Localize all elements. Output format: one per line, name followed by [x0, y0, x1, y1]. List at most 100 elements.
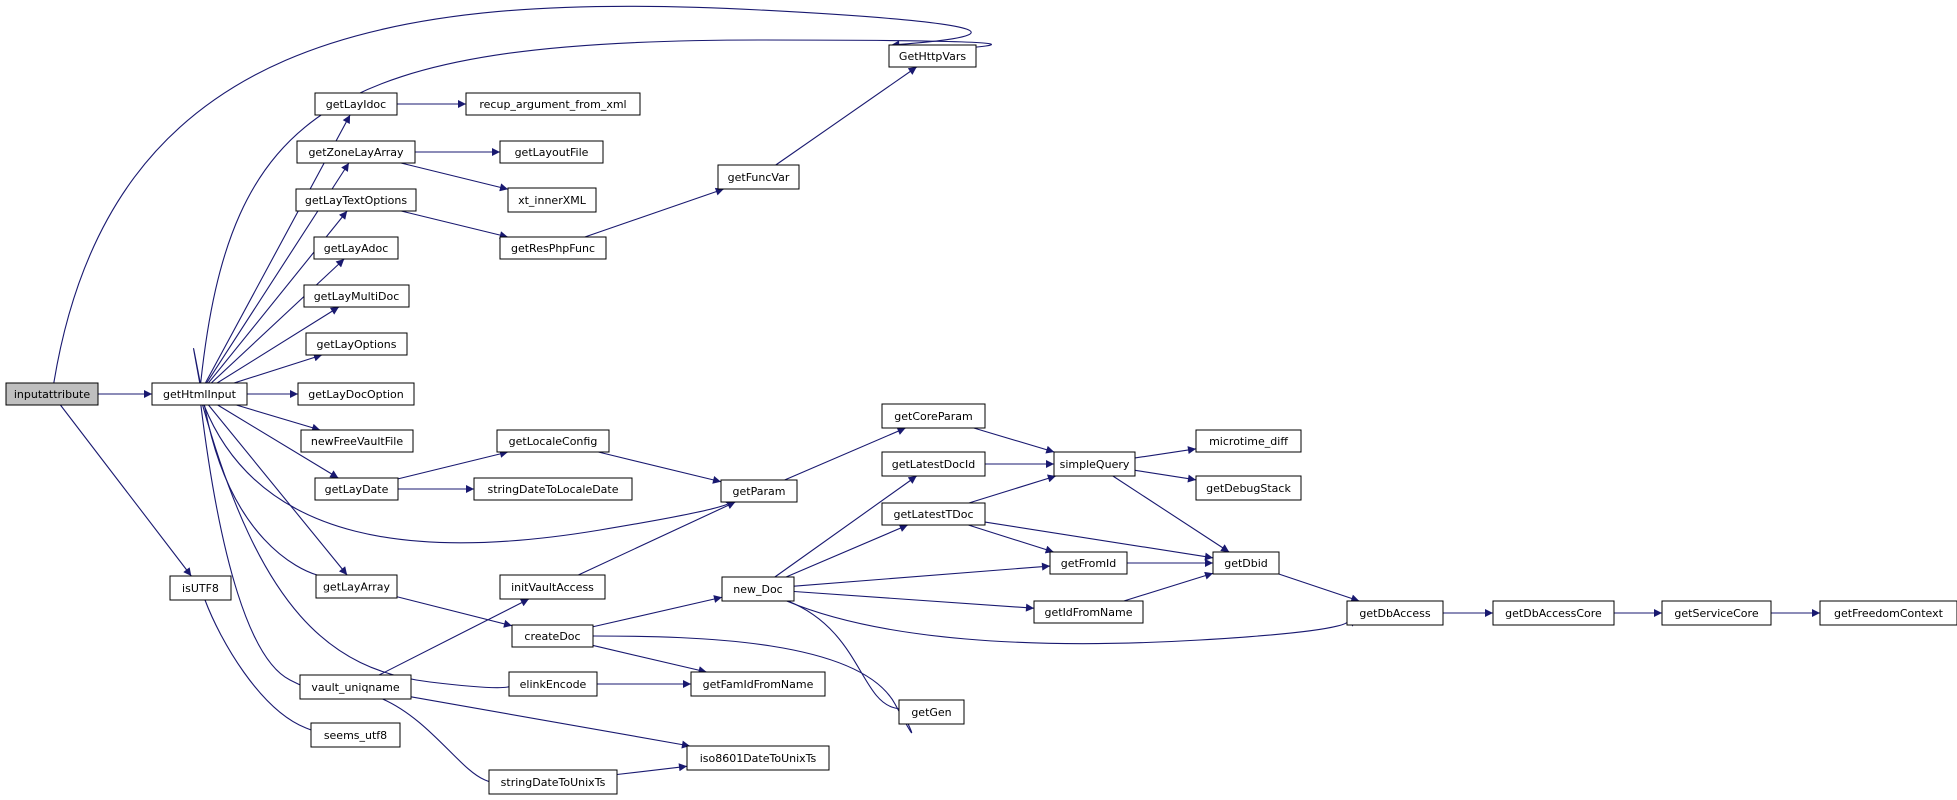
node-getLayDate[interactable]: getLayDate	[314, 477, 399, 501]
node-label: getLayDate	[325, 483, 389, 496]
node-getFromId[interactable]: getFromId	[1049, 551, 1128, 575]
node-getLayOptions[interactable]: getLayOptions	[305, 332, 408, 356]
node-stringDateToUnixTs[interactable]: stringDateToUnixTs	[488, 769, 618, 795]
node-new_Doc[interactable]: new_Doc	[721, 576, 795, 602]
node-label: getLayDocOption	[308, 388, 403, 401]
node-label: getLayTextOptions	[305, 194, 407, 207]
node-box	[499, 574, 606, 600]
edge-getResPhpFunc-to-getFuncVar	[584, 187, 724, 238]
node-getLayArray[interactable]: getLayArray	[315, 574, 398, 599]
node-box	[1492, 600, 1615, 626]
edge-getHtmlInput-to-getLayMultiDoc	[216, 306, 340, 384]
node-getLayMultiDoc[interactable]: getLayMultiDoc	[303, 284, 410, 308]
node-isUTF8[interactable]: isUTF8	[169, 575, 232, 601]
node-box	[300, 429, 414, 453]
node-box	[473, 477, 633, 501]
node-seems_utf8[interactable]: seems_utf8	[310, 722, 401, 748]
node-label: getFamIdFromName	[703, 678, 814, 691]
node-getFuncVar[interactable]: getFuncVar	[717, 164, 800, 190]
node-getFreedomContext[interactable]: getFreedomContext	[1819, 600, 1957, 626]
node-box	[1346, 600, 1444, 626]
edge-getLocaleConfig-to-getParam	[598, 451, 722, 484]
node-label: inputattribute	[14, 388, 91, 401]
node-label: new_Doc	[733, 583, 782, 596]
node-box	[888, 44, 977, 68]
node-getResPhpFunc[interactable]: getResPhpFunc	[499, 236, 607, 260]
node-label: getIdFromName	[1045, 606, 1133, 619]
edge-vault_uniqname-to-initVaultAccess	[378, 598, 530, 676]
edge-getHtmlInput-to-getParam	[203, 404, 731, 544]
edge-getLayArray-to-createDoc	[396, 596, 513, 628]
edge-new_Doc-to-getLatestDocId	[774, 475, 917, 578]
node-box	[1195, 429, 1302, 453]
node-getIdFromName[interactable]: getIdFromName	[1033, 600, 1144, 624]
node-getLayAdoc[interactable]: getLayAdoc	[313, 236, 399, 260]
node-elinkEncode[interactable]: elinkEncode	[508, 671, 598, 697]
node-getHtmlInput[interactable]: getHtmlInput	[151, 382, 248, 406]
node-label: getFuncVar	[728, 171, 790, 184]
node-label: elinkEncode	[520, 678, 587, 691]
node-recup_argument_from_xml[interactable]: recup_argument_from_xml	[465, 92, 641, 116]
edge-getIdFromName-to-getDbid	[1123, 571, 1214, 602]
edge-getLayDate-to-getLocaleConfig	[397, 450, 509, 480]
edge-createDoc-to-getFamIdFromName	[592, 644, 707, 675]
node-label: getLayOptions	[317, 338, 397, 351]
node-getParam[interactable]: getParam	[720, 479, 798, 503]
node-label: createDoc	[524, 630, 580, 643]
node-getZoneLayArray[interactable]: getZoneLayArray	[296, 140, 416, 164]
node-box	[881, 451, 986, 477]
node-box	[151, 382, 248, 406]
node-getDebugStack[interactable]: getDebugStack	[1195, 475, 1302, 501]
node-initVaultAccess[interactable]: initVaultAccess	[499, 574, 606, 600]
node-label: getDbAccess	[1359, 607, 1430, 620]
node-getFamIdFromName[interactable]: getFamIdFromName	[690, 671, 826, 697]
node-label: getResPhpFunc	[511, 242, 595, 255]
node-xt_innerXML[interactable]: xt_innerXML	[507, 187, 597, 213]
node-box	[488, 769, 618, 795]
node-getDbAccessCore[interactable]: getDbAccessCore	[1492, 600, 1615, 626]
edge-getHtmlInput-to-newFreeVaultFile	[236, 404, 321, 432]
node-vault_uniqname[interactable]: vault_uniqname	[299, 674, 412, 700]
node-newFreeVaultFile[interactable]: newFreeVaultFile	[300, 429, 414, 453]
edge-getZoneLayArray-to-xt_innerXML	[400, 162, 509, 192]
node-box	[313, 236, 399, 260]
node-GetHttpVars[interactable]: GetHttpVars	[888, 44, 977, 68]
node-label: getLocaleConfig	[509, 435, 598, 448]
node-label: xt_innerXML	[518, 194, 587, 207]
node-getLayIdoc[interactable]: getLayIdoc	[314, 92, 398, 116]
node-getLatestTDoc[interactable]: getLatestTDoc	[881, 502, 986, 526]
node-label: getDebugStack	[1206, 482, 1291, 495]
node-label: stringDateToLocaleDate	[487, 483, 618, 496]
node-getLocaleConfig[interactable]: getLocaleConfig	[496, 429, 610, 453]
node-getLayoutFile[interactable]: getLayoutFile	[499, 140, 604, 164]
node-getGen[interactable]: getGen	[898, 699, 965, 725]
node-box	[314, 477, 399, 501]
node-box	[465, 92, 641, 116]
node-simpleQuery[interactable]: simpleQuery	[1053, 451, 1136, 477]
edge-getHtmlInput-to-getLayArray	[208, 404, 348, 576]
node-getDbid[interactable]: getDbid	[1212, 551, 1280, 575]
node-label: getZoneLayArray	[308, 146, 404, 159]
node-getDbAccess[interactable]: getDbAccess	[1346, 600, 1444, 626]
edge-getHtmlInput-to-getLayAdoc	[210, 258, 345, 384]
node-label: stringDateToUnixTs	[501, 776, 606, 789]
node-iso8601DateToUnixTs[interactable]: iso8601DateToUnixTs	[686, 745, 830, 771]
node-label: GetHttpVars	[899, 50, 966, 63]
edge-getLayTextOptions-to-getResPhpFunc	[401, 210, 508, 239]
node-getCoreParam[interactable]: getCoreParam	[881, 403, 986, 429]
node-box	[898, 699, 965, 725]
node-getLatestDocId[interactable]: getLatestDocId	[881, 451, 986, 477]
edge-initVaultAccess-to-getParam	[578, 501, 736, 576]
node-microtime_diff[interactable]: microtime_diff	[1195, 429, 1302, 453]
node-box	[686, 745, 830, 771]
edge-getLayArray-to-getHtmlInput	[193, 348, 318, 576]
node-createDoc[interactable]: createDoc	[511, 624, 594, 648]
node-inputattribute[interactable]: inputattribute	[5, 382, 99, 406]
node-getLayDocOption[interactable]: getLayDocOption	[297, 382, 415, 406]
edge-isUTF8-to-seems_utf8	[204, 599, 329, 737]
node-getServiceCore[interactable]: getServiceCore	[1661, 600, 1772, 626]
node-label: seems_utf8	[324, 729, 387, 742]
node-getLayTextOptions[interactable]: getLayTextOptions	[295, 188, 417, 212]
node-label: getServiceCore	[1674, 607, 1758, 620]
node-stringDateToLocaleDate[interactable]: stringDateToLocaleDate	[473, 477, 633, 501]
